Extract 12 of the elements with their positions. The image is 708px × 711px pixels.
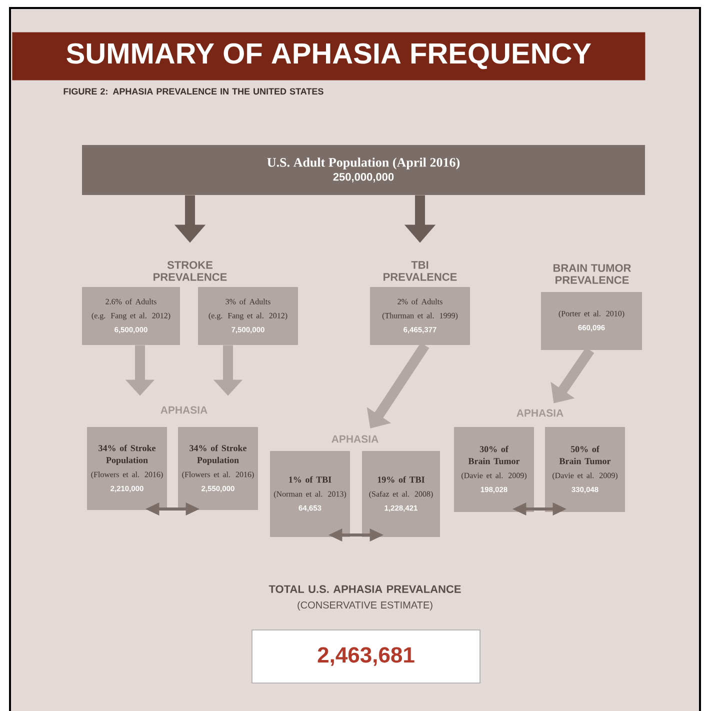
total-heading: TOTAL U.S. APHASIA PREVALANCE [268,585,461,593]
title-banner: SUMMARY OF APHASIA FREQUENCY [12,32,646,80]
section-heading: APHASIA [332,435,378,443]
section-heading: STROKE PREVALENCE [154,261,227,281]
section-heading: APHASIA [516,409,564,417]
population-box: U.S. Adult Population (April 2016) 250,000,000 [82,145,645,195]
total-box: 2,463,681 [252,630,480,684]
subtitle: FIGURE 2: APHASIA PREVALENCE IN THE UNITED STATES [64,88,324,95]
total-subheading: (CONSERVATIVE ESTIMATE) [298,601,432,610]
section-heading: APHASIA [160,406,208,414]
section-heading: BRAIN TUMOR PREVALENCE [554,264,631,284]
section-heading: TBI PREVALENCE [384,261,457,281]
